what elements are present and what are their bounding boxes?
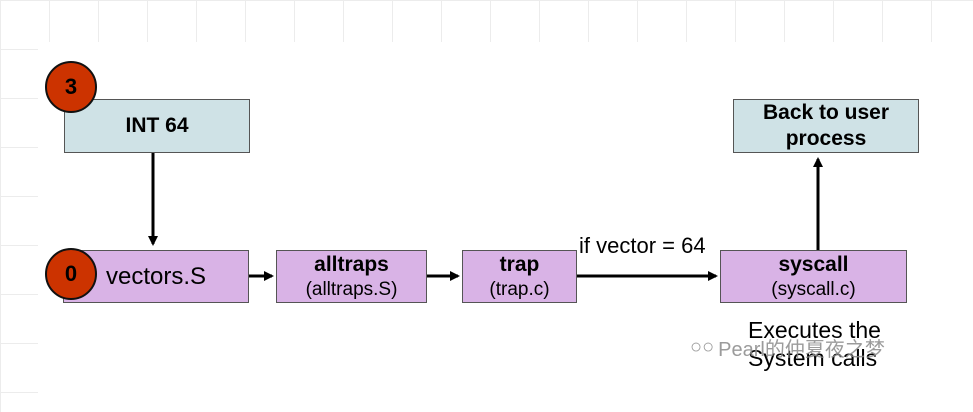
vectors-label: vectors.S — [105, 262, 207, 290]
watermark: ○○ Pearl的仲夏夜之梦 — [690, 333, 885, 362]
edge-condition-label: if vector = 64 — [579, 233, 706, 259]
wechat-icon: ○○ — [690, 336, 715, 358]
trap-file: (trap.c) — [489, 278, 550, 300]
alltraps-box: alltraps (alltraps.S) — [276, 250, 427, 303]
alltraps-file: (alltraps.S) — [305, 278, 398, 300]
int64-box: INT 64 — [64, 99, 250, 153]
back-to-user-box: Back to user process — [733, 99, 919, 153]
int64-label: INT 64 — [125, 114, 189, 137]
back-to-user-line1: Back to user — [762, 101, 890, 124]
watermark-text: Pearl的仲夏夜之梦 — [718, 339, 885, 361]
syscall-note-line2: System calls — [748, 345, 878, 371]
step-badge-0-label: 0 — [64, 261, 78, 286]
syscall-title: syscall — [778, 252, 849, 276]
syscall-note-line1: Executes the — [748, 317, 881, 343]
syscall-file: (syscall.c) — [771, 278, 856, 300]
syscall-box: syscall (syscall.c) — [720, 250, 907, 303]
trap-title: trap — [499, 252, 540, 276]
step-badge-3: 3 — [45, 61, 97, 113]
alltraps-title: alltraps — [314, 252, 389, 276]
step-badge-0: 0 — [45, 248, 97, 300]
step-badge-3-label: 3 — [64, 74, 78, 99]
syscall-note: Executes the System calls — [748, 316, 881, 372]
edge-condition-text: if vector = 64 — [579, 233, 706, 258]
trap-box: trap (trap.c) — [462, 250, 577, 303]
back-to-user-line2: process — [785, 127, 867, 150]
